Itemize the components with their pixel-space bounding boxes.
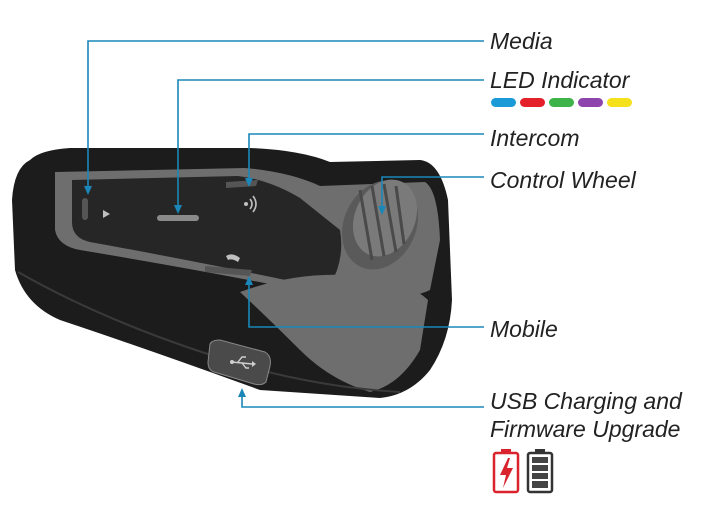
usb-port: [207, 339, 271, 386]
usb-icon: [230, 356, 256, 369]
led-color-legend: [491, 98, 632, 107]
label-media: Media: [490, 28, 553, 54]
label-mobile: Mobile: [490, 316, 558, 342]
battery-icons: [492, 448, 554, 494]
leader-lines: [87, 40, 484, 408]
media-slot: [82, 198, 88, 220]
led-color-yellow: [607, 98, 632, 107]
leader-led: [177, 79, 484, 207]
device-face: [72, 176, 342, 285]
leader-media: [87, 40, 484, 188]
leader-usb: [241, 396, 484, 408]
label-usb-line2: Firmware Upgrade: [490, 416, 681, 442]
label-usb-line1: USB Charging and: [490, 388, 682, 414]
mobile-button: [205, 266, 252, 276]
led-color-blue: [491, 98, 516, 107]
leader-arrows: [84, 178, 386, 397]
leader-mobile: [248, 282, 484, 328]
charging-battery-icon: [492, 449, 520, 494]
headset-device: [12, 148, 452, 398]
full-battery-icon: [526, 449, 554, 494]
led-color-purple: [578, 98, 603, 107]
label-led-indicator: LED Indicator: [490, 67, 630, 93]
device-lower-lobe: [240, 274, 428, 392]
label-intercom: Intercom: [490, 125, 580, 151]
led-color-red: [520, 98, 545, 107]
label-control-wheel: Control Wheel: [490, 167, 636, 193]
leader-control-wheel: [381, 176, 484, 208]
intercom-icon: [244, 195, 257, 213]
led-indicator-bar: [157, 215, 199, 221]
play-icon: [103, 210, 110, 218]
leader-intercom: [248, 133, 484, 180]
led-color-green: [549, 98, 574, 107]
control-wheel: [342, 179, 418, 270]
phone-icon: [226, 254, 240, 262]
